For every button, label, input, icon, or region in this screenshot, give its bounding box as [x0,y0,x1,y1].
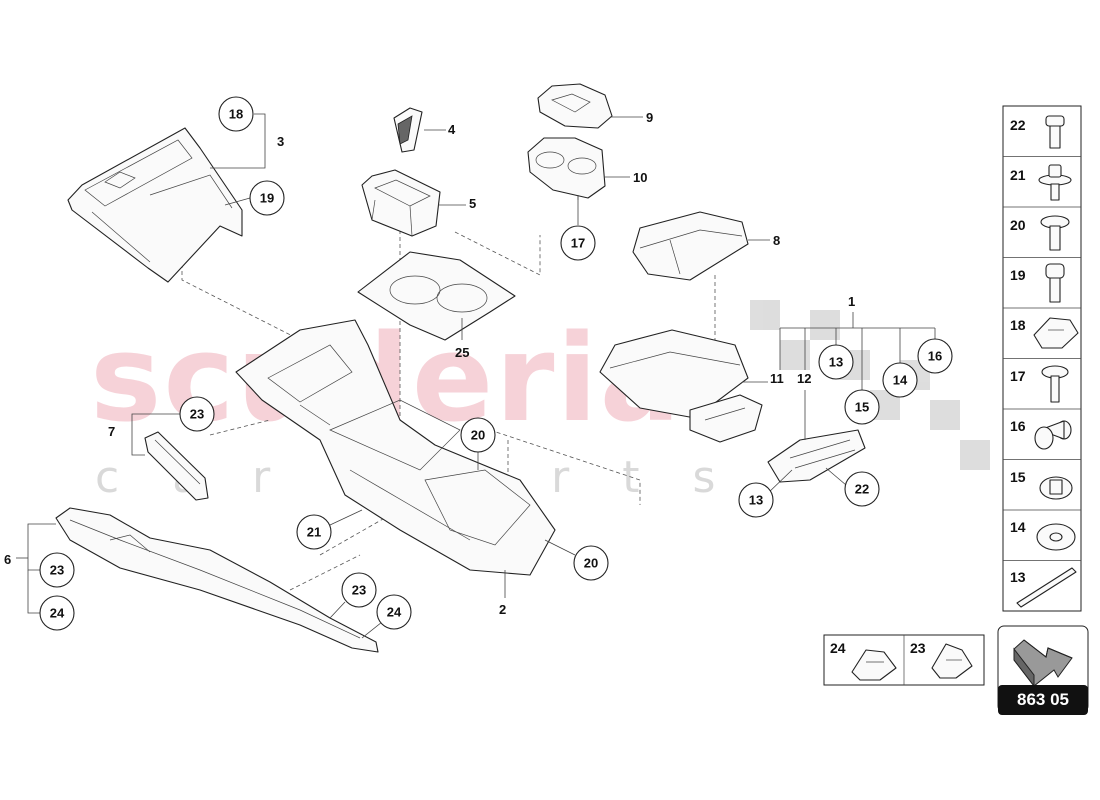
legend-fastener-21: 21 [1010,167,1026,183]
legend-clip-23: 23 [910,640,926,656]
callout-23-bottom[interactable] [341,572,377,608]
legend-fastener-13: 13 [1010,569,1026,585]
callout-19[interactable] [249,180,285,216]
rod-13-icon [1016,567,1077,608]
callout-23-side-label: 23 [190,407,204,422]
part-number-labels: 3 4 9 10 5 8 1 25 11 12 7 6 2 [4,110,935,617]
callout-20-upper[interactable] [460,417,496,453]
flange-screw-21-icon [1038,164,1072,201]
callout-18-label: 18 [229,107,243,122]
screw-22-icon [1045,115,1065,149]
callout-16-label: 16 [928,349,942,364]
label-9: 9 [646,110,653,125]
screw-20-icon [1040,215,1070,251]
part-9-cupholder-cover [537,83,613,129]
callout-22[interactable] [844,471,880,507]
part-25-trim-frame [357,251,516,341]
callout-15-label: 15 [855,400,869,415]
label-3: 3 [277,134,284,149]
part-3-upper-side-trim [67,127,243,283]
callout-21[interactable] [296,514,332,550]
label-4: 4 [448,122,456,137]
legend-fastener-17: 17 [1010,368,1026,384]
legend-fastener-18: 18 [1010,317,1026,333]
part-6-lower-side-trim [55,507,379,653]
label-2: 2 [499,602,506,617]
callout-21-label: 21 [307,525,321,540]
part-2-center-console [235,319,556,576]
label-7: 7 [108,424,115,439]
legend-fastener-16: 16 [1010,418,1026,434]
screw-19-icon [1045,263,1065,303]
callout-23-bottom-label: 23 [352,583,366,598]
callout-24-lower-left[interactable] [39,595,75,631]
callout-16[interactable] [917,338,953,374]
clip-legend: 24 23 [823,634,985,686]
callout-13-upper-label: 13 [829,355,843,370]
callout-23-lower-left[interactable] [39,552,75,588]
legend-fastener-20: 20 [1010,217,1026,233]
callout-17[interactable] [560,225,596,261]
callout-20-lower-label: 20 [584,556,598,571]
callout-15[interactable] [844,389,880,425]
checkered-flag-watermark [750,300,990,470]
label-6: 6 [4,552,11,567]
part-10-cupholder-insert [527,137,606,199]
callout-13-upper[interactable] [818,344,854,380]
label-10: 10 [633,170,647,185]
callout-24-bottom-label: 24 [387,605,402,620]
part-7-side-trim [144,431,209,501]
callout-14-label: 14 [893,373,908,388]
legend-fastener-15: 15 [1010,469,1026,485]
part-8-armrest-pad [632,211,749,281]
callout-24-lower-left-label: 24 [50,606,65,621]
label-12: 12 [797,371,811,386]
label-5: 5 [469,196,476,211]
callout-19-label: 19 [260,191,274,206]
callout-23-lower-left-label: 23 [50,563,64,578]
washer-14-icon [1036,523,1076,551]
nut-15-icon [1039,476,1073,500]
callout-23-side[interactable] [179,396,215,432]
legend-fastener-14: 14 [1010,519,1026,535]
callout-14[interactable] [882,362,918,398]
callout-24-bottom[interactable] [376,594,412,630]
legend-clip-24: 24 [830,640,846,656]
label-8: 8 [773,233,780,248]
part-5-storage-bin [361,169,441,237]
part-1-armrest-assembly [599,329,763,443]
callouts: 18 19 17 13 16 14 15 23 20 13 [27,96,953,639]
legend-fastener-22: 22 [1010,117,1026,133]
fastener-legend: 22 21 20 19 18 17 16 15 14 13 [1002,105,1082,612]
callout-18[interactable] [218,96,254,132]
nut-16-icon [1034,420,1072,450]
label-25: 25 [455,345,469,360]
clip-23-icon [931,643,973,679]
callout-20-lower[interactable] [573,545,609,581]
callout-13-lower[interactable] [738,482,774,518]
next-page-arrow-icon[interactable] [1013,639,1073,688]
callout-20-upper-label: 20 [471,428,485,443]
part-4-bezel [393,107,423,153]
screw-17-icon [1041,365,1069,403]
callout-17-label: 17 [571,236,585,251]
label-11: 11 [770,371,784,386]
part-12-latch-module [767,429,866,483]
diagram-code-badge: 863 05 [998,685,1088,715]
label-1: 1 [848,294,855,309]
clip-18-icon [1033,317,1079,349]
clip-24-icon [851,649,897,681]
callout-22-label: 22 [855,482,869,497]
callout-13-lower-label: 13 [749,493,763,508]
legend-fastener-19: 19 [1010,267,1026,283]
